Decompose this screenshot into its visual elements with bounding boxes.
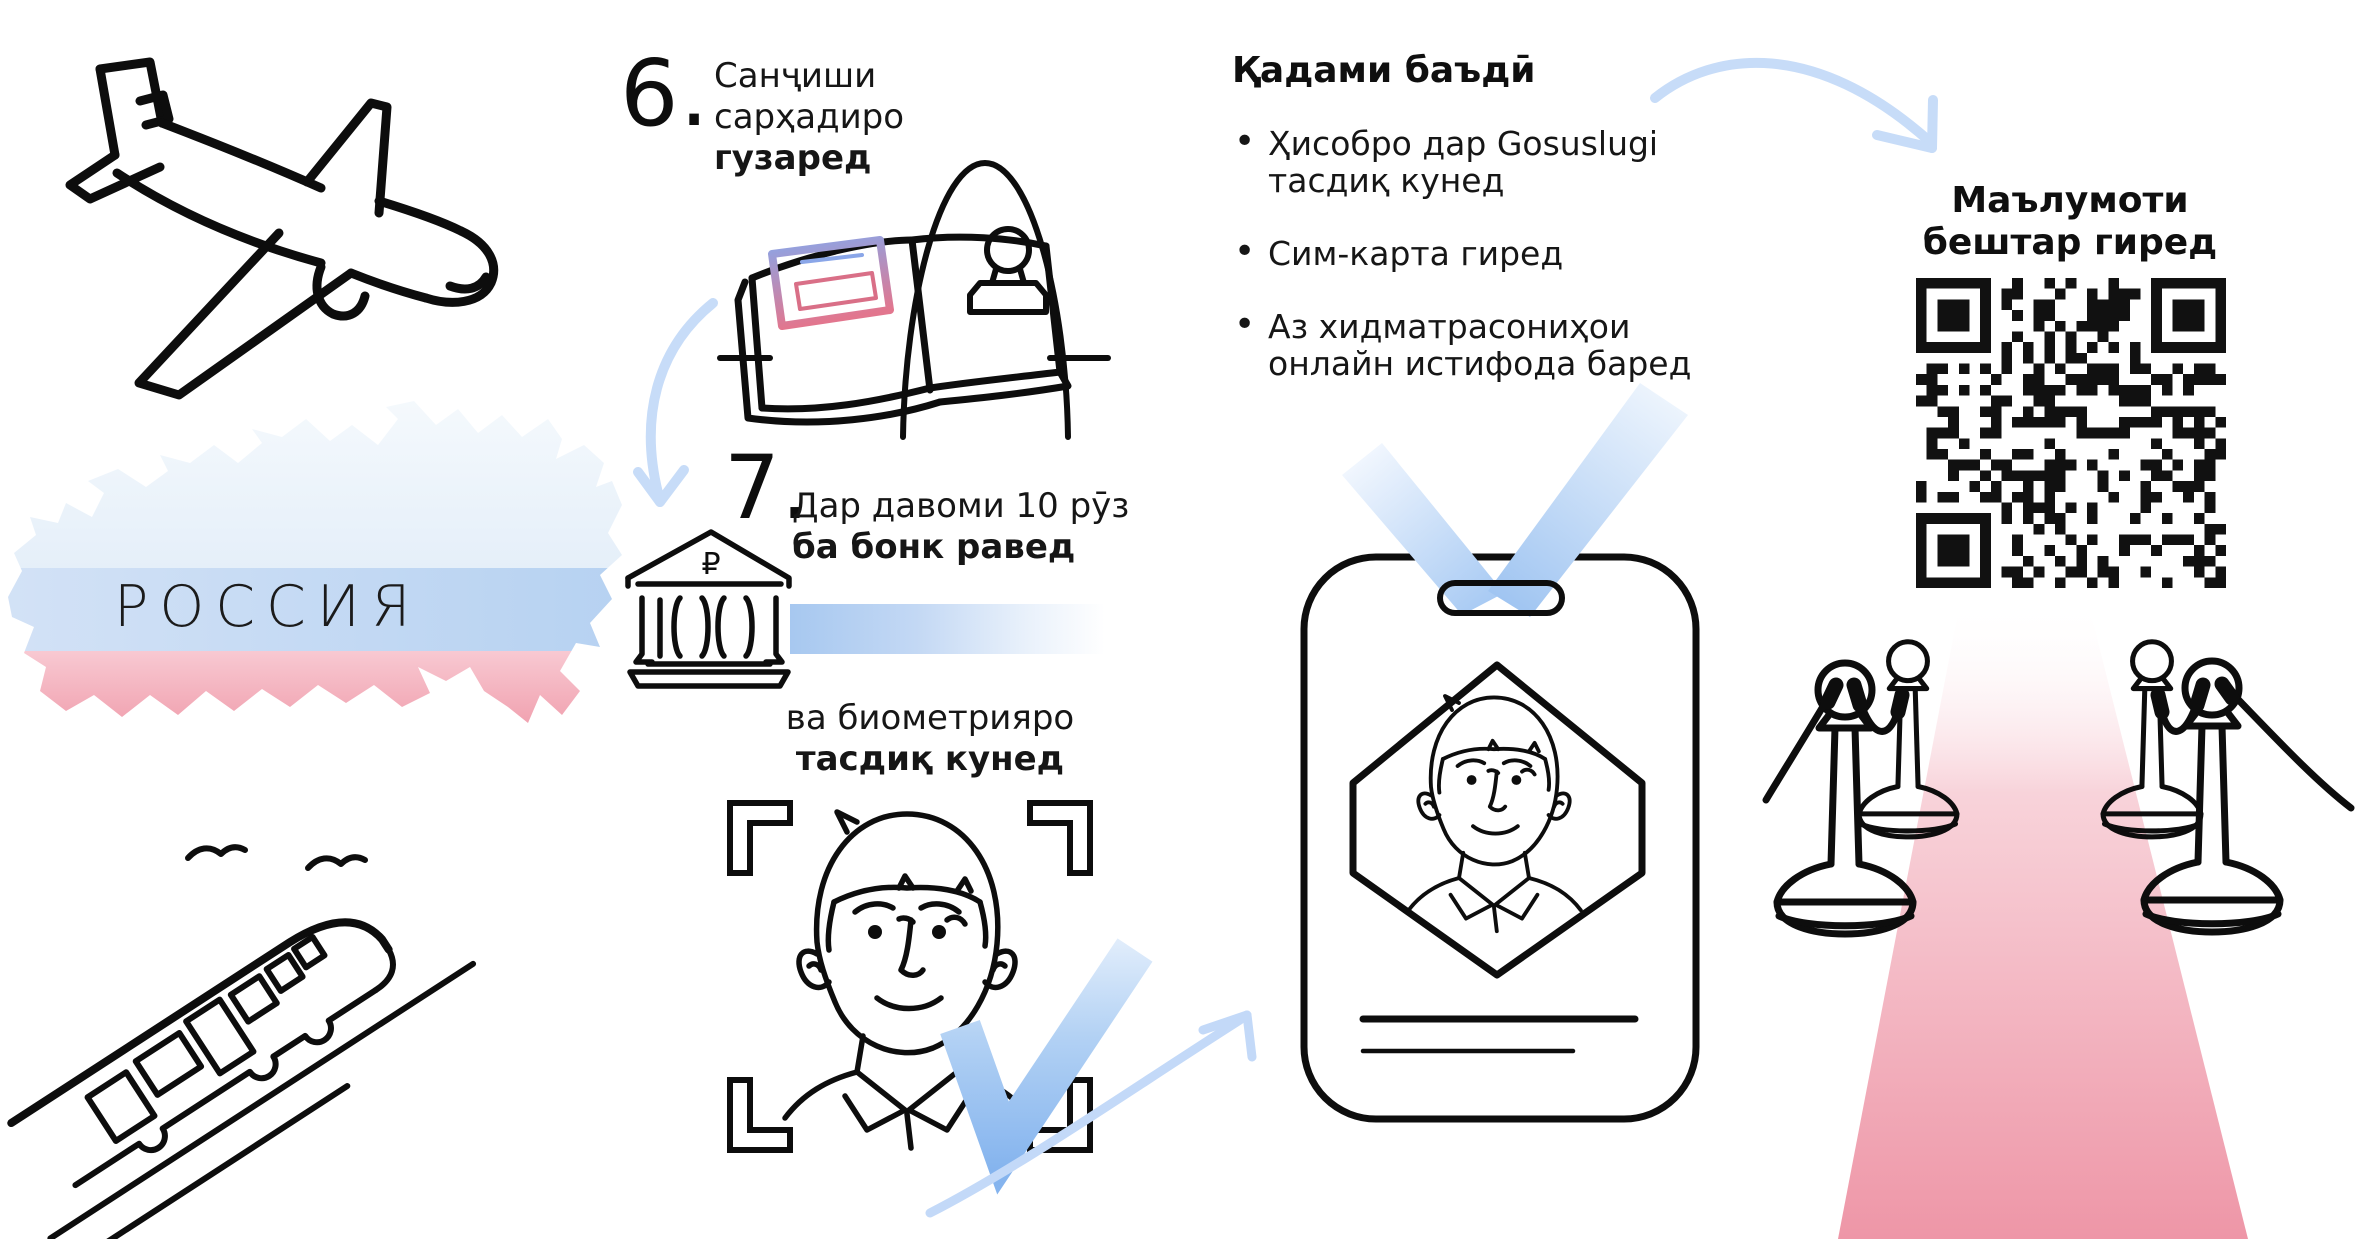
arrow-up-right-icon — [925, 1010, 1257, 1218]
step6-line3: гузаред — [714, 138, 872, 178]
scan-corner-icon — [727, 800, 793, 876]
step6-title: Санҷиши сарҳадиро гузаред — [714, 56, 904, 179]
rope-icon — [1762, 676, 2355, 812]
biometrics-line2: тасдиқ кунед — [795, 739, 1065, 779]
checkmark-icon — [940, 938, 1153, 1195]
step7-line1: Дар давоми 10 рӯз — [792, 486, 1130, 526]
biometrics-label: ва биометрияро тасдиқ кунед — [760, 698, 1100, 780]
airplane-icon — [65, 57, 499, 400]
step7-number: 7. — [724, 436, 810, 539]
next-steps-title: Қадами баъдӣ — [1232, 50, 1536, 91]
next-steps-list: Ҳисобро дар Gosuslugi тасдиқ кунед Сим-к… — [1232, 123, 1732, 382]
blue-band-decoration — [790, 604, 1105, 654]
photo-hexagon-frame — [1349, 661, 1646, 979]
scan-corner-icon — [1027, 800, 1093, 876]
step6-line1: Санҷиши — [714, 56, 877, 96]
badge-card — [1300, 553, 1700, 1123]
lanyard-strap — [1488, 383, 1688, 617]
bank-icon: ₽ — [625, 529, 792, 689]
arrow-right-icon — [1650, 57, 1938, 153]
biometrics-line1: ва биометрияро — [785, 698, 1075, 738]
badge-slot — [1437, 580, 1565, 616]
step6-number: 6. — [620, 40, 710, 147]
list-item: Сим-карта гиред — [1232, 233, 1732, 272]
passport-book-icon — [734, 233, 1072, 426]
qr-section-title: Маълумоти бештар гиред — [1922, 180, 2218, 263]
next-steps-section: Қадами баъдӣ Ҳисобро дар Gosuslugi тасди… — [1232, 50, 1742, 418]
face-scan-illustration — [727, 800, 1153, 1195]
country-label: РОССИЯ — [114, 574, 422, 640]
list-item: Аз хидматрасониҳои онлайн истифода баред — [1232, 306, 1732, 382]
list-item: Ҳисобро дар Gosuslugi тасдиқ кунед — [1232, 123, 1732, 199]
visa-sticker-icon — [768, 236, 894, 330]
lanyard-strap — [1342, 443, 1504, 615]
ruble-symbol: ₽ — [701, 547, 720, 582]
train-icon — [7, 844, 477, 1239]
passport-control-illustration — [717, 160, 1111, 440]
scan-corner-icon — [727, 1077, 793, 1153]
russia-map — [8, 401, 622, 723]
qr-code — [1916, 278, 2226, 588]
bird-icon — [305, 854, 368, 871]
red-carpet — [1838, 602, 2248, 1239]
step7-line2: ба бонк равед — [792, 527, 1076, 567]
arrow-down-icon — [633, 298, 718, 507]
bird-icon — [185, 844, 248, 861]
red-carpet-scene — [1762, 602, 2355, 1239]
step6-line2: сарҳадиро — [714, 97, 905, 137]
id-badge-illustration — [1300, 383, 1700, 1123]
step7-title: Дар давоми 10 рӯз ба бонк равед — [792, 486, 1129, 568]
stamp-icon — [967, 226, 1049, 315]
